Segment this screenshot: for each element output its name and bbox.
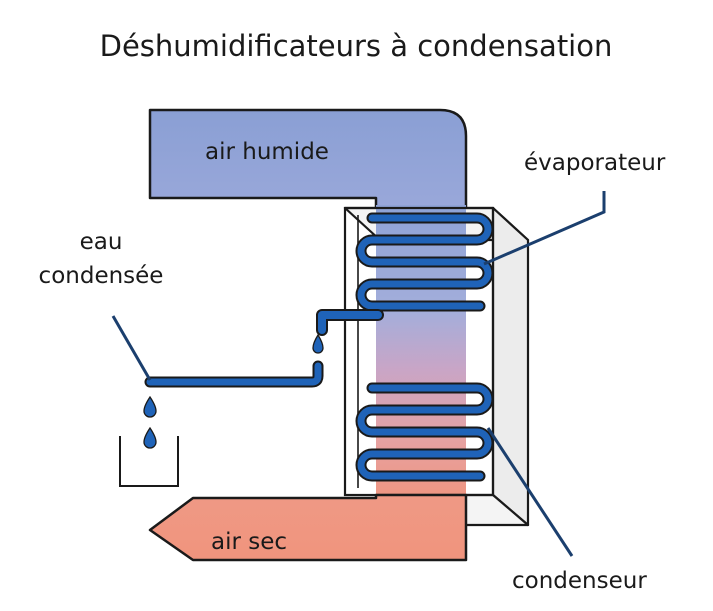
condenser-coil bbox=[355, 382, 494, 482]
air-channel bbox=[376, 205, 466, 505]
label-condenser: condenseur bbox=[512, 568, 647, 594]
label-humid-air: air humide bbox=[205, 139, 329, 165]
dry-air-duct bbox=[148, 493, 468, 562]
water-droplet bbox=[143, 395, 157, 418]
drain-pipe bbox=[144, 360, 324, 388]
leader-line-evaporator bbox=[483, 191, 606, 266]
label-condensed-water-line1: eau bbox=[80, 229, 123, 255]
evaporator-coil bbox=[355, 212, 494, 312]
diagram-title: Déshumidificateurs à condensation bbox=[100, 29, 613, 63]
water-container bbox=[119, 436, 179, 487]
leader-line-condenser bbox=[486, 427, 574, 557]
water-droplet bbox=[143, 426, 157, 449]
unit-box-side bbox=[491, 206, 530, 527]
label-dry-air: air sec bbox=[211, 529, 287, 555]
water-droplet bbox=[312, 333, 324, 354]
label-evaporator: évaporateur bbox=[524, 150, 666, 176]
leader-line-condensed-water bbox=[111, 315, 152, 381]
label-condensed-water-line2: condensée bbox=[39, 263, 164, 289]
drip-tray bbox=[316, 309, 384, 336]
